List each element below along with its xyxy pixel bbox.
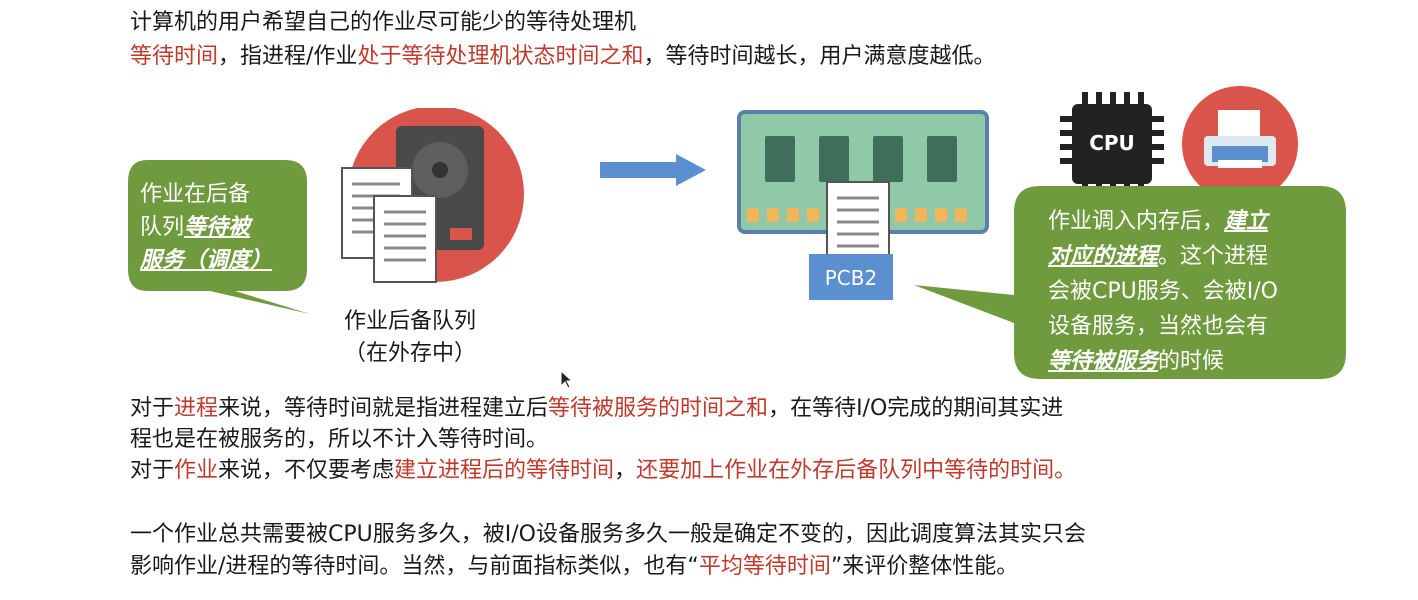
p2-b: 作业: [174, 458, 219, 483]
pcb-label: PCB2: [825, 266, 877, 290]
p1-d: 等待被服务的时间之和: [548, 396, 769, 421]
hard-disk-illustration: [341, 108, 524, 283]
heading-line-1: 计算机的用户希望自己的作业尽可能少的等待处理机: [130, 8, 636, 38]
definition-mid: ，指进程/作业: [218, 44, 358, 69]
right-bubble-emph-5: 等待被服务: [1048, 349, 1159, 374]
right-bubble-emph-1: 建立: [1224, 209, 1269, 234]
right-bubble-text: 作业调入内存后，建立 对应的进程。这个进程 会被CPU服务、会被I/O 设备服务…: [1048, 204, 1338, 379]
memory-module-illustration: PCB2: [737, 110, 989, 300]
p2-e: ，: [614, 458, 637, 483]
queue-caption: 作业后备队列 （在外存中）: [315, 306, 505, 370]
heading-text: 计算机的用户希望自己的作业尽可能少的等待处理机: [130, 10, 637, 35]
right-bubble-line-5: 的时候: [1158, 349, 1225, 374]
p3-b: 影响作业/进程的等待时间。当然，与前面指标类似，也有“: [130, 554, 699, 579]
queue-caption-line-1: 作业后备队列: [343, 309, 476, 334]
body-paragraph-1-line-1: 对于进程来说，等待时间就是指进程建立后等待被服务的时间之和，在等待I/O完成的期…: [130, 394, 1063, 424]
cpu-label: CPU: [1089, 131, 1135, 155]
p1-b: 进程: [174, 396, 219, 421]
left-bubble-line-2a: 队列: [140, 215, 185, 240]
printer-illustration: [1182, 86, 1298, 202]
definition-line: 等待时间，指进程/作业处于等待处理机状态时间之和，等待时间越长，用户满意度越低。: [130, 42, 995, 72]
left-bubble-emph-1: 等待被: [184, 215, 251, 240]
body-paragraph-1-line-2: 程也是在被服务的，所以不计入等待时间。: [130, 425, 548, 455]
queue-caption-line-2: （在外存中）: [343, 341, 476, 366]
left-speech-bubble: [128, 160, 310, 314]
right-speech-bubble: [914, 186, 1346, 379]
cpu-chip-illustration: CPU: [1060, 92, 1164, 196]
body-paragraph-3-line-1: 一个作业总共需要被CPU服务多久，被I/O设备服务多久一般是确定不变的，因此调度…: [130, 520, 1086, 550]
p1-f: 程也是在被服务的，所以不计入等待时间。: [130, 427, 549, 452]
mouse-cursor-icon: [560, 370, 574, 389]
printer-icon: [1204, 110, 1276, 168]
left-bubble-text: 作业在后备 队列等待被 服务（调度）: [140, 178, 300, 277]
left-bubble-emph-2: 服务（调度）: [140, 248, 273, 273]
right-bubble-line-1: 作业调入内存后，: [1048, 209, 1225, 234]
right-bubble-line-3: 会被CPU服务、会被I/O: [1048, 279, 1278, 304]
p1-e: ，在等待I/O完成的期间其实进: [768, 396, 1064, 421]
p1-c: 来说，等待时间就是指进程建立后: [218, 396, 549, 421]
body-paragraph-3-line-2: 影响作业/进程的等待时间。当然，与前面指标类似，也有“平均等待时间”来评价整体性…: [130, 552, 1018, 582]
p2-c: 来说，不仅要考虑: [218, 458, 395, 483]
p2-d: 建立进程后的等待时间: [394, 458, 615, 483]
definition-end: ，等待时间越长，用户满意度越低。: [643, 44, 996, 69]
right-bubble-line-2: 。这个进程: [1158, 244, 1269, 269]
p3-a: 一个作业总共需要被CPU服务多久，被I/O设备服务多久一般是确定不变的，因此调度…: [130, 522, 1086, 547]
right-arrow-icon: [600, 154, 706, 186]
left-bubble-line-1: 作业在后备: [140, 182, 251, 207]
p1-a: 对于: [130, 396, 175, 421]
definition-term: 等待时间: [130, 44, 219, 69]
p3-d: ”来评价整体性能。: [830, 554, 1019, 579]
document-stack-icon: [341, 167, 437, 283]
p3-c: 平均等待时间: [698, 554, 831, 579]
right-bubble-emph-2: 对应的进程: [1048, 244, 1159, 269]
p2-f: 还要加上作业在外存后备队列中等待的时间。: [636, 458, 1077, 483]
body-paragraph-2: 对于作业来说，不仅要考虑建立进程后的等待时间，还要加上作业在外存后备队列中等待的…: [130, 456, 1076, 486]
pcb-label-box: [809, 254, 893, 300]
p2-a: 对于: [130, 458, 175, 483]
definition-emphasis: 处于等待处理机状态时间之和: [357, 44, 644, 69]
right-bubble-line-4: 设备服务，当然也会有: [1048, 314, 1269, 339]
